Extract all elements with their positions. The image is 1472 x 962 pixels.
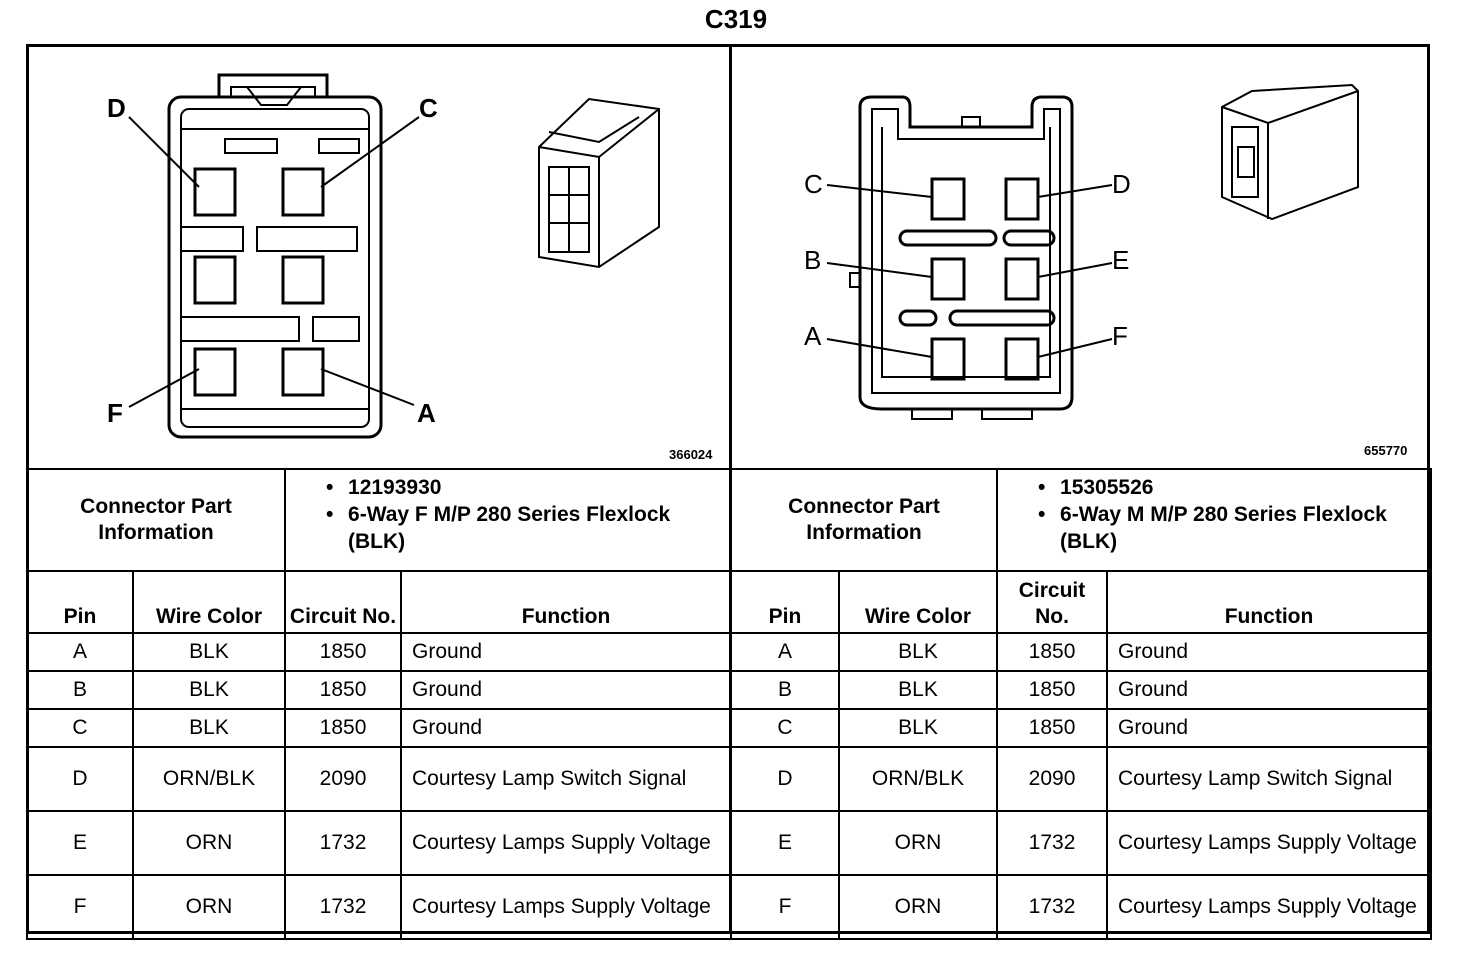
wire-color-cell: ORN/BLK: [837, 746, 999, 812]
circuit-cell: 2090: [996, 746, 1109, 812]
left-connector-figure: D C F A 366024: [29, 47, 729, 468]
circuit-cell: 1732: [996, 874, 1109, 940]
function-header: Function: [1106, 570, 1433, 634]
wire-color-cell: BLK: [837, 670, 999, 710]
right-connector-figure: C D B E A F 655770: [732, 47, 1427, 468]
pin-cell: B: [730, 670, 840, 710]
circuit-cell: 1850: [996, 632, 1109, 672]
circuit-cell: 1850: [284, 708, 403, 748]
connector-part-information-label: Connector Part Information: [729, 468, 999, 572]
callout-d: D: [107, 93, 126, 123]
callout-b: B: [804, 245, 821, 275]
wire-color-cell: BLK: [837, 708, 999, 748]
pin-header: Pin: [26, 570, 134, 634]
callout-a: A: [417, 398, 436, 428]
circuit-header: Circuit No.: [284, 570, 403, 634]
wire-color-cell: ORN: [837, 874, 999, 940]
connector-part-information-label: Connector Part Information: [25, 468, 287, 572]
function-cell: Ground: [1106, 632, 1433, 672]
function-cell: Courtesy Lamps Supply Voltage: [1106, 810, 1433, 876]
left-iso-view: [538, 97, 660, 269]
right-connector-drawing: C D B E A F: [804, 83, 1359, 420]
callout-c: C: [419, 93, 438, 123]
circuit-cell: 1732: [284, 810, 403, 876]
pin-cell: A: [730, 632, 840, 672]
pin-cell: F: [26, 874, 134, 940]
pin-cell: C: [26, 708, 134, 748]
pin-cell: E: [730, 810, 840, 876]
right-pinout-table: Connector Part Information •15305526 •6-…: [729, 468, 1433, 940]
pin-cell: A: [26, 632, 134, 672]
pin-header: Pin: [730, 570, 840, 634]
function-cell: Ground: [400, 708, 733, 748]
connector-part-info: •12193930 •6-Way F M/P 280 Series Flexlo…: [284, 468, 733, 572]
pin-cell: D: [26, 746, 134, 812]
wire-color-cell: BLK: [131, 632, 287, 672]
function-header: Function: [400, 570, 733, 634]
pin-cell: E: [26, 810, 134, 876]
wire-color-cell: ORN/BLK: [131, 746, 287, 812]
callout-e: E: [1112, 245, 1129, 275]
wire-color-cell: BLK: [131, 670, 287, 710]
function-cell: Courtesy Lamp Switch Signal: [400, 746, 733, 812]
circuit-cell: 1732: [284, 874, 403, 940]
function-cell: Ground: [400, 632, 733, 672]
pin-cell: F: [730, 874, 840, 940]
connector-title: C319: [704, 4, 768, 34]
pin-cell: B: [26, 670, 134, 710]
right-figure-number: 655770: [1364, 443, 1408, 458]
circuit-cell: 1850: [996, 708, 1109, 748]
function-cell: Courtesy Lamps Supply Voltage: [400, 810, 733, 876]
pin-cell: C: [730, 708, 840, 748]
function-cell: Ground: [400, 670, 733, 710]
callout-d: D: [1112, 169, 1131, 199]
circuit-cell: 2090: [284, 746, 403, 812]
callout-c: C: [804, 169, 823, 199]
function-cell: Courtesy Lamps Supply Voltage: [400, 874, 733, 940]
wire-color-cell: BLK: [837, 632, 999, 672]
right-iso-view: [1221, 83, 1359, 221]
wire-color-header: Wire Color: [131, 570, 287, 634]
circuit-cell: 1732: [996, 810, 1109, 876]
callout-f: F: [1112, 321, 1128, 351]
pin-cell: D: [730, 746, 840, 812]
wire-color-cell: ORN: [131, 810, 287, 876]
connector-description: 6-Way F M/P 280 Series Flexlock (BLK): [348, 503, 671, 553]
left-connector-drawing: D C F A: [107, 73, 660, 439]
circuit-cell: 1850: [996, 670, 1109, 710]
wire-color-header: Wire Color: [837, 570, 999, 634]
connector-description: 6-Way M M/P 280 Series Flexlock (BLK): [1060, 503, 1387, 553]
left-pinout-table: Connector Part Information •12193930 •6-…: [25, 468, 733, 940]
circuit-cell: 1850: [284, 670, 403, 710]
wire-color-cell: ORN: [131, 874, 287, 940]
function-cell: Courtesy Lamps Supply Voltage: [1106, 874, 1433, 940]
function-cell: Ground: [1106, 670, 1433, 710]
wire-color-cell: ORN: [837, 810, 999, 876]
circuit-cell: 1850: [284, 632, 403, 672]
wire-color-cell: BLK: [131, 708, 287, 748]
part-number: 15305526: [1060, 476, 1154, 499]
callout-f: F: [107, 398, 123, 428]
left-figure-number: 366024: [669, 447, 713, 462]
callout-a: A: [804, 321, 822, 351]
function-cell: Ground: [1106, 708, 1433, 748]
function-cell: Courtesy Lamp Switch Signal: [1106, 746, 1433, 812]
part-number: 12193930: [348, 476, 442, 499]
connector-part-info: •15305526 •6-Way M M/P 280 Series Flexlo…: [996, 468, 1433, 572]
circuit-header: Circuit No.: [996, 570, 1109, 634]
